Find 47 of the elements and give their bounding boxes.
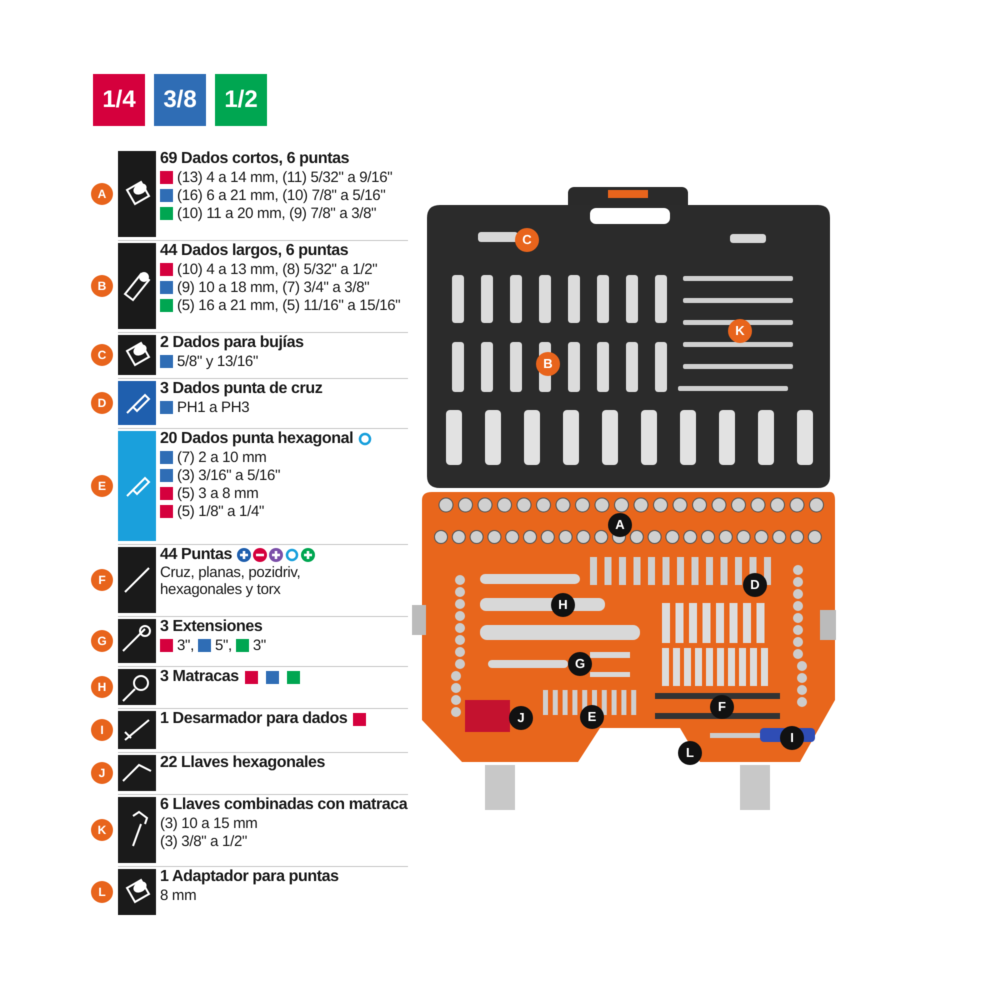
- item-detail: (9) 10 a 18 mm, (7) 3/4" a 3/8": [177, 278, 370, 296]
- item-heading: 22 Llaves hexagonales: [160, 754, 326, 772]
- letter-badge: H: [91, 676, 113, 698]
- letter-badge: A: [91, 183, 113, 205]
- item-heading: 44 Puntas: [160, 546, 232, 564]
- item-detail: (16) 6 a 21 mm, (10) 7/8" a 5/16": [177, 186, 386, 204]
- item-detail: (7) 2 a 10 mm: [177, 448, 266, 466]
- letter-badge: F: [91, 569, 113, 591]
- item-heading: 1 Desarmador para dados: [160, 710, 348, 728]
- item-detail: (5) 16 a 21 mm, (5) 11/16" a 15/16": [177, 296, 400, 314]
- letter-badge: E: [91, 475, 113, 497]
- item-detail: 3": [252, 636, 266, 654]
- item-detail: (5) 1/8" a 1/4": [177, 502, 264, 520]
- size-label: 3/8: [163, 86, 197, 113]
- callout-letter: L: [678, 741, 702, 765]
- item-detail: 3",: [177, 636, 194, 654]
- item-detail: (10) 11 a 20 mm, (9) 7/8" a 3/8": [177, 204, 376, 222]
- item-detail: (10) 4 a 13 mm, (8) 5/32" a 1/2": [177, 260, 378, 278]
- item-detail: 5",: [214, 636, 232, 654]
- item-heading: 44 Dados largos, 6 puntas: [160, 242, 348, 260]
- size-label: 1/2: [224, 86, 258, 113]
- letter-badge: I: [91, 719, 113, 741]
- item-detail: (5) 3 a 8 mm: [177, 484, 258, 502]
- letter-badge: D: [91, 392, 113, 414]
- item-heading: 2 Dados para bujías: [160, 334, 304, 352]
- item-detail: PH1 a PH3: [177, 398, 250, 416]
- letter-badge: L: [91, 881, 113, 903]
- item-heading: 3 Matracas: [160, 668, 239, 686]
- item-heading: 3 Dados punta de cruz: [160, 380, 322, 398]
- letter-badge: J: [91, 762, 113, 784]
- item-detail: 5/8" y 13/16": [177, 352, 258, 370]
- item-detail: (3) 10 a 15 mm: [160, 814, 258, 832]
- letter-badge: K: [91, 819, 113, 841]
- letter-badge: C: [91, 344, 113, 366]
- item-heading: 1 Adaptador para puntas: [160, 868, 339, 886]
- item-detail: (3) 3/8" a 1/2": [160, 832, 248, 850]
- letter-badge: B: [91, 275, 113, 297]
- item-heading: 3 Extensiones: [160, 618, 262, 636]
- item-heading: 6 Llaves combinadas con matraca: [160, 796, 408, 814]
- item-detail: Cruz, planas, pozidriv, hexagonales y torx: [160, 564, 302, 598]
- letter-badge: G: [91, 630, 113, 652]
- size-label: 1/4: [102, 86, 136, 113]
- item-heading: 20 Dados punta hexagonal: [160, 430, 354, 448]
- item-detail: (13) 4 a 14 mm, (11) 5/32" a 9/16": [177, 168, 392, 186]
- item-detail: 8 mm: [160, 886, 196, 904]
- item-heading: 69 Dados cortos, 6 puntas: [160, 150, 350, 168]
- item-detail: (3) 3/16" a 5/16": [177, 466, 280, 484]
